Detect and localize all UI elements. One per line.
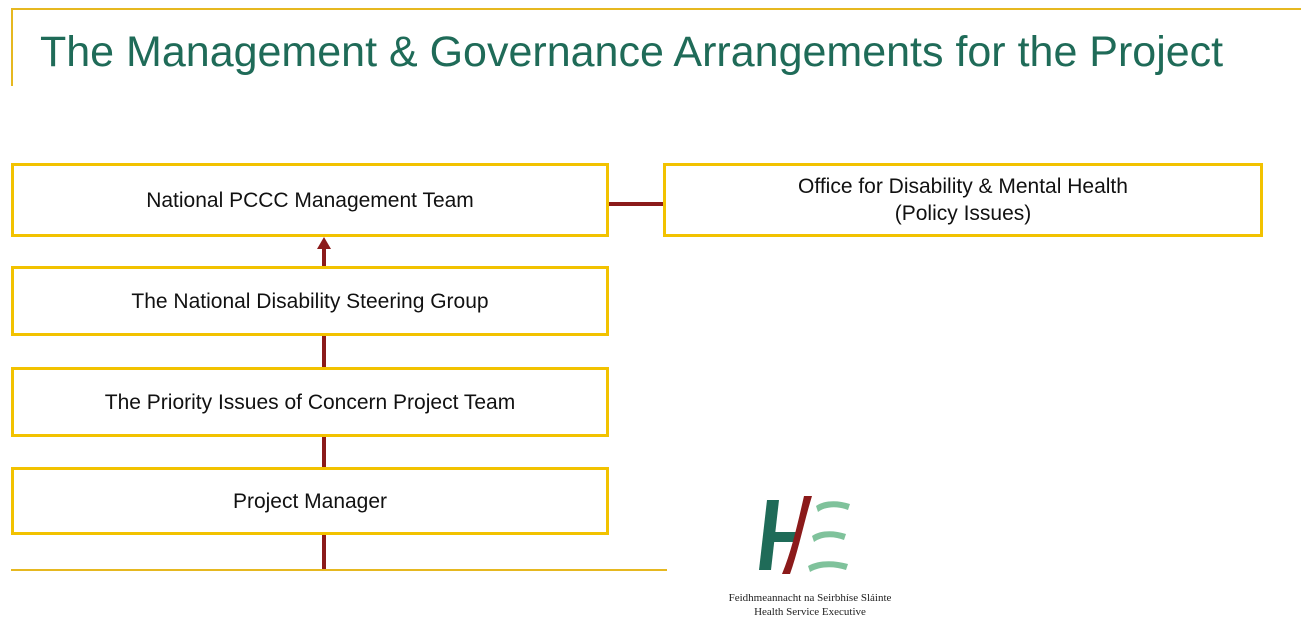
office-label-line2: (Policy Issues): [894, 202, 1032, 225]
arrow-shaft: [322, 248, 326, 266]
connector-steering-project-team: [322, 336, 326, 367]
hse-logo-english-text: Health Service Executive: [754, 606, 866, 618]
slide-title: The Management & Governance Arrangements…: [40, 28, 1224, 76]
bottom-rule: [11, 569, 667, 571]
connector-manager-base: [322, 535, 326, 569]
office-connector: [609, 202, 664, 206]
steering-group-box: The National Disability Steering Group: [11, 266, 609, 336]
project-manager-box: Project Manager: [11, 467, 609, 535]
connector-project-team-manager: [322, 437, 326, 468]
national-pccc-box: National PCCC Management Team: [11, 163, 609, 237]
national-pccc-label: National PCCC Management Team: [146, 188, 474, 212]
office-box: Office for Disability & Mental Health (P…: [663, 163, 1263, 237]
hse-logo: Feidhmeannacht na Seirbhíse Sláinte Heal…: [700, 492, 920, 624]
arrow-head-up: [317, 237, 331, 249]
hse-logo-mark: [759, 496, 850, 574]
project-manager-label: Project Manager: [232, 489, 388, 513]
left-rule: [11, 8, 13, 86]
top-rule: [11, 8, 1301, 10]
steering-group-label: The National Disability Steering Group: [131, 289, 489, 313]
project-team-label: The Priority Issues of Concern Project T…: [104, 390, 516, 414]
project-team-box: The Priority Issues of Concern Project T…: [11, 367, 609, 437]
office-label-line1: Office for Disability & Mental Health: [798, 175, 1128, 198]
hse-logo-irish-text: Feidhmeannacht na Seirbhíse Sláinte: [728, 592, 892, 604]
